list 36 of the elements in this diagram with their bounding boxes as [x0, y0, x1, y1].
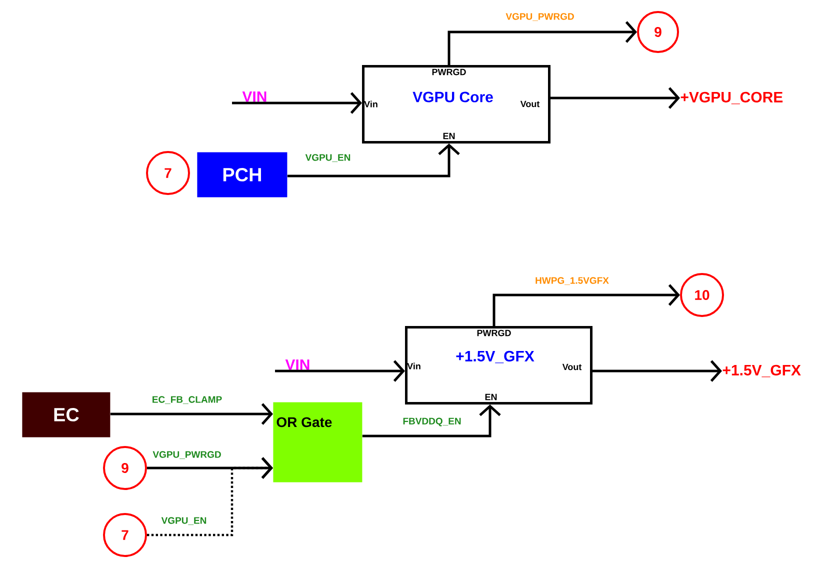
block-box: PCH: [197, 152, 288, 198]
gate-box: OR Gate: [273, 402, 362, 482]
arrow: [287, 144, 460, 178]
output-label: +VGPU_CORE: [680, 92, 783, 104]
box-title: VGPU Core: [412, 92, 493, 102]
edge-label: EC_FB_CLAMP: [152, 396, 222, 404]
regulator-box: [405, 326, 592, 404]
block-box: EC: [22, 392, 110, 438]
pin-label: Vout: [520, 100, 540, 108]
arrow: [550, 87, 680, 109]
pin-label: EN: [485, 394, 497, 400]
arrow: [110, 403, 273, 425]
pin-label: PWRGD: [477, 330, 511, 336]
arrow: [448, 21, 637, 65]
edge-label: VGPU_PWRGD: [152, 451, 221, 459]
arrow: [592, 360, 722, 382]
pin-label: Vin: [364, 100, 378, 108]
edge-label: VGPU_PWRGD: [506, 13, 574, 21]
regulator-box: [362, 65, 550, 144]
signal-label: VIN: [285, 359, 310, 370]
arrow: [492, 284, 680, 326]
pin-label: PWRGD: [432, 68, 466, 76]
pin-label: EN: [443, 132, 455, 140]
signal-label: VIN: [242, 91, 266, 102]
arrow: [232, 92, 362, 114]
box-title: +1.5V_GFX: [456, 350, 534, 364]
output-label: +1.5V_GFX: [722, 364, 801, 378]
arrow: [362, 404, 501, 438]
edge-label: VGPU_EN: [161, 517, 206, 525]
pin-label: Vout: [562, 364, 582, 370]
edge-label: HWPG_1.5VGFX: [536, 277, 609, 285]
pin-label: Vin: [407, 362, 420, 370]
arrow: [275, 360, 405, 382]
arrow: [147, 457, 273, 536]
edge-label: VGPU_EN: [305, 154, 350, 162]
edge-label: FBVDDQ_EN: [403, 418, 461, 426]
